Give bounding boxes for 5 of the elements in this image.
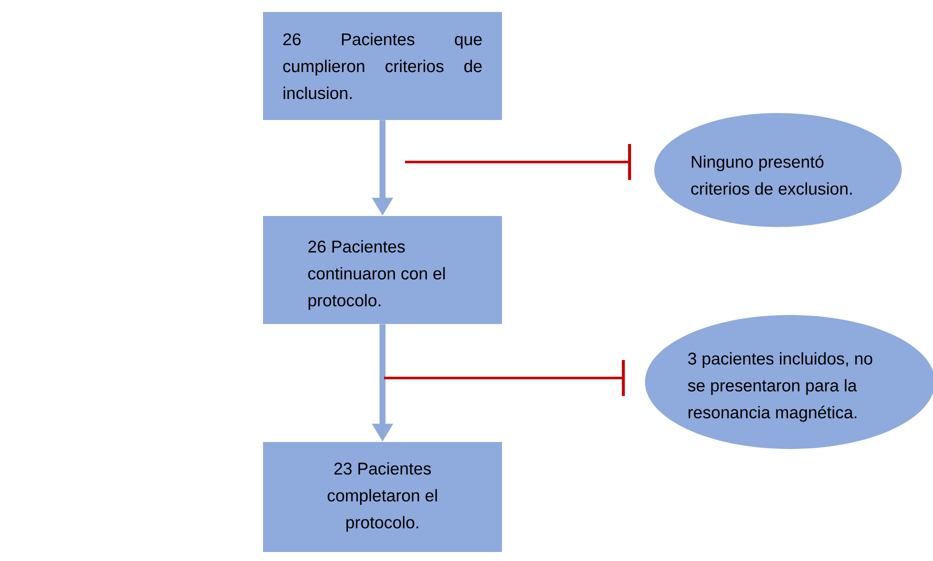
blocking-line [405,144,632,180]
blocking-line [384,360,625,396]
process-box: 26 Pacientes que cumplieron criterios de inclusion. [263,12,502,120]
process-box: 23 Pacientes completaron el protocolo. [263,442,502,552]
process-box: 26 Pacientes continuaron con el protocolo. [263,216,502,324]
